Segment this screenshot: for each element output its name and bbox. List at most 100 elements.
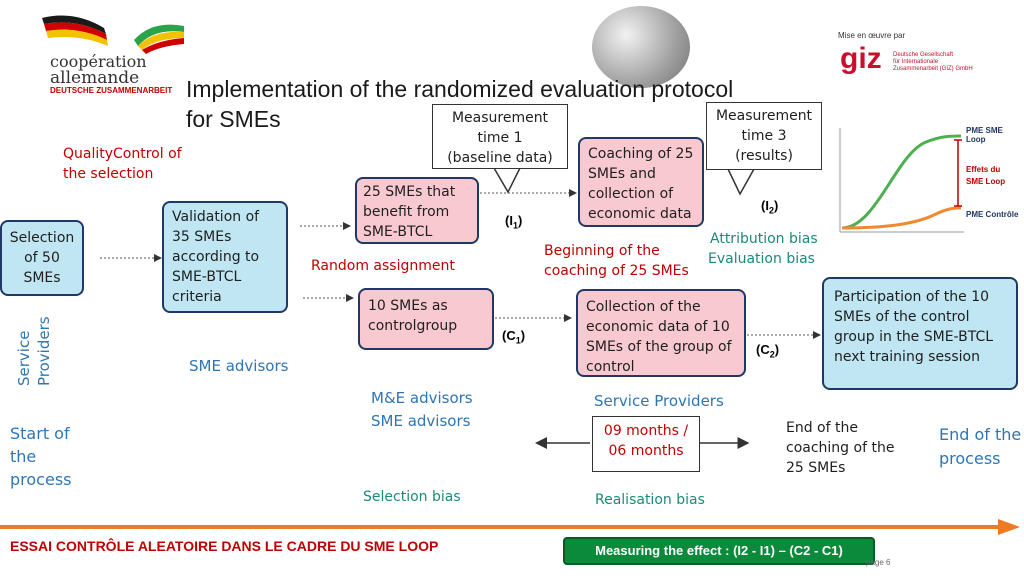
c2-close: ) (774, 342, 780, 357)
collection-box: Collection of the economic data of 10 SM… (576, 289, 746, 377)
i1-sub: 1 (512, 220, 518, 231)
i1-close: ) (517, 213, 523, 228)
benefit-line-3: SME-BTCL (363, 224, 433, 240)
giz-word: giz (840, 42, 882, 75)
validation-line-2: 35 SMEs (172, 229, 232, 245)
participation-box: Participation of the 10 SMEs of the cont… (822, 277, 1018, 390)
page-number: page 6 (866, 558, 891, 567)
validation-line-4: SME-BTCL (172, 269, 242, 285)
start-line-2: the (10, 447, 37, 466)
service-providers-mid-label: Service Providers (594, 392, 724, 410)
vertical-line-1: Service (15, 330, 33, 386)
control-curve (841, 206, 962, 230)
quality-control-label: QualityControl of the selection (63, 144, 182, 184)
beginning-coaching-label: Beginning of the coaching of 25 SMEs (544, 241, 689, 281)
effect-curve (841, 134, 962, 230)
sme-advisors-left-label: SME advisors (189, 357, 289, 375)
c1-text: (C (502, 328, 516, 343)
coaching-line-2: SMEs and (588, 166, 656, 182)
end-coaching-line-3: 25 SMEs (786, 460, 846, 476)
beginning-line-1: Beginning of the (544, 243, 660, 259)
chart-label-top: PME SME Loop (966, 126, 1003, 144)
measure-effect-badge: Measuring the effect : (I2 - I1) – (C2 -… (563, 537, 875, 565)
beginning-line-2: coaching of 25 SMEs (544, 263, 689, 279)
duration-line-2: 06 months (608, 443, 684, 459)
benefit-line-2: benefit from (363, 204, 450, 220)
measure3-line-2: time 3 (741, 128, 787, 144)
measure1-line-1: Measurement (451, 110, 549, 126)
duration-line-1: 09 months / (603, 423, 689, 439)
timeline-arrowhead (998, 519, 1020, 535)
vertical-line-2: Providers (35, 316, 53, 386)
measurement-time-3-callout: Measurement time 3 (results) (706, 102, 822, 170)
i1-text: (I (505, 213, 513, 228)
chart-mid-line-2: SME Loop (966, 177, 1006, 186)
quality-control-line-1: QualityControl of (63, 146, 182, 162)
giz-logo: giz Deutsche Gesellschaft für Internatio… (840, 42, 990, 82)
chart-label-bottom: PME Contrôle (966, 210, 1019, 219)
i2-close: ) (773, 198, 779, 213)
control-line-2: controlgroup (368, 318, 458, 334)
sme-loop-effect-chart: PME SME Loop Effets du SME Loop PME Cont… (836, 124, 1024, 236)
effect-curves (839, 128, 964, 233)
evaluation-bias-label: Evaluation bias (708, 251, 815, 267)
random-assignment-label: Random assignment (311, 258, 455, 274)
indicator-i1: (I1) (505, 213, 522, 231)
coaching-line-3: collection of (588, 186, 674, 202)
giz-desc-3: Zusammenarbeit (GIZ) GmbH (893, 66, 973, 72)
giz-desc-2: für Internationale (893, 59, 939, 65)
advisors-mid-label: M&E advisors SME advisors (371, 387, 473, 433)
attribution-bias-label: Attribution bias (710, 231, 818, 247)
measure3-line-1: Measurement (715, 108, 813, 124)
end-coaching-label: End of the coaching of the 25 SMEs (786, 418, 894, 478)
participation-line-3: group in the SME-BTCL (834, 329, 994, 345)
page-title-line-1: Implementation of the randomized evaluat… (186, 76, 734, 102)
indicator-i2: (I2) (761, 198, 778, 216)
participation-line-4: next training session (834, 349, 980, 365)
globe-image (592, 6, 690, 88)
benefit-line-1: 25 SMEs that (363, 184, 456, 200)
end-coaching-line-2: coaching of the (786, 440, 895, 456)
measure1-line-2: time 1 (477, 130, 523, 146)
cooperation-allemande-logo: coopération allemande DEUTSCHE ZUSAMMENA… (34, 10, 194, 95)
logo-line-1: coopération (50, 52, 147, 71)
collection-line-3: SMEs of the group of (586, 339, 732, 355)
sme-advisors-mid-text: SME advisors (371, 412, 471, 430)
measurement-time-1-callout: Measurement time 1 (baseline data) (432, 104, 568, 169)
start-line-1: Start of (10, 424, 70, 443)
collection-line-2: economic data of 10 (586, 319, 730, 335)
timeline-bar (0, 525, 1000, 529)
validation-line-3: according to (172, 249, 260, 265)
indicator-c1: (C1) (502, 328, 525, 346)
callout-tail-3 (727, 168, 755, 196)
collection-line-4: control (586, 359, 635, 375)
end-coaching-line-1: End of the (786, 420, 858, 436)
c2-text: (C (756, 342, 770, 357)
chart-mid-line-1: Effets du (966, 165, 1001, 174)
logo-line-3: DEUTSCHE ZUSAMMENARBEIT (50, 86, 173, 95)
benefit-box: 25 SMEs that benefit from SME-BTCL (355, 177, 479, 244)
indicator-c2: (C2) (756, 342, 779, 360)
coaching-line-4: economic data (588, 206, 692, 222)
validation-line-1: Validation of (172, 209, 260, 225)
c1-close: ) (520, 328, 526, 343)
selection-line-1: Selection (9, 230, 75, 246)
c1-sub: 1 (515, 335, 521, 346)
validation-box: Validation of 35 SMEs according to SME-B… (162, 201, 288, 313)
end-line-1: End of the (939, 425, 1022, 444)
collection-line-1: Collection of the (586, 299, 701, 315)
coaching-line-1: Coaching of 25 (588, 146, 694, 162)
implemented-by-text: Mise en œuvre par (838, 31, 906, 40)
me-advisors-text: M&E advisors (371, 389, 473, 407)
end-line-2: process (939, 449, 1001, 468)
participation-line-2: SMEs of the control (834, 309, 970, 325)
measure3-line-3: (results) (735, 148, 793, 164)
end-process-label: End of the process (939, 423, 1021, 471)
chart-label-mid: Effets du SME Loop (966, 164, 1005, 188)
validation-line-5: criteria (172, 289, 222, 305)
coaching-box: Coaching of 25 SMEs and collection of ec… (578, 137, 704, 227)
duration-box: 09 months / 06 months (592, 416, 700, 472)
c2-sub: 2 (769, 349, 775, 360)
selection-bias-label: Selection bias (363, 489, 461, 505)
page-title-line-2: for SMEs (186, 106, 281, 132)
